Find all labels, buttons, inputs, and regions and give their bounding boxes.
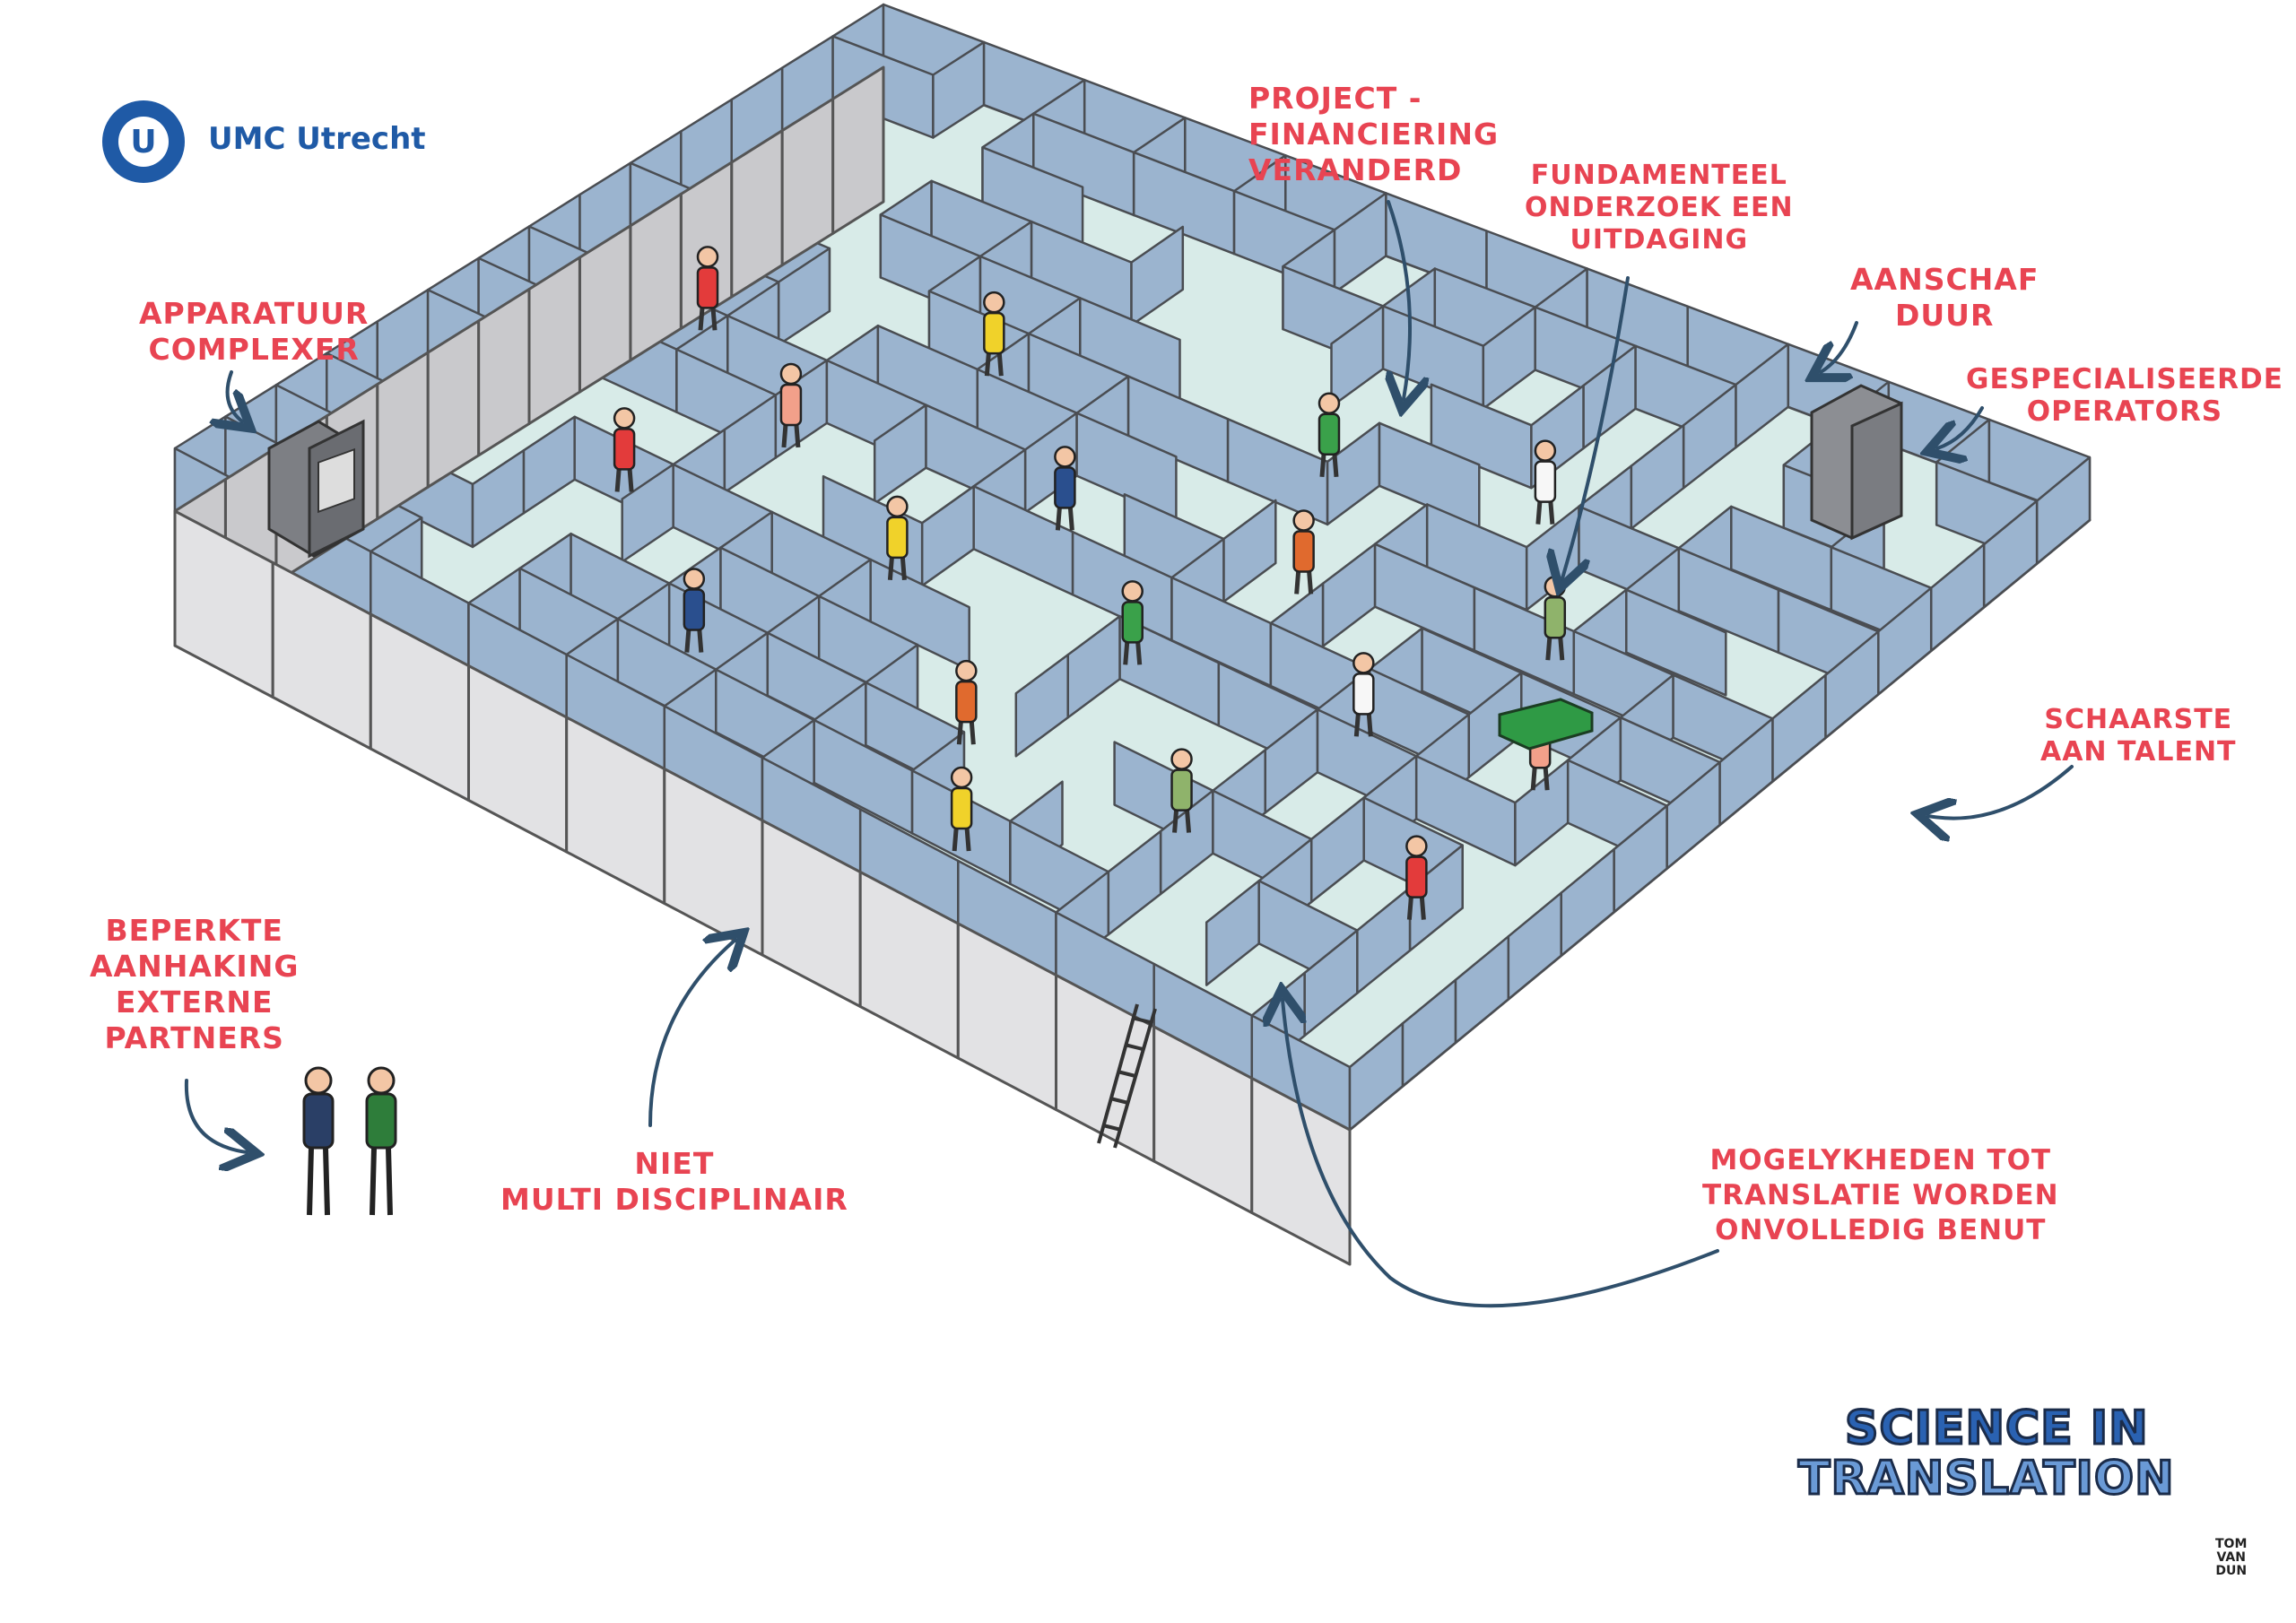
person-figure: [1292, 509, 1315, 595]
maze-wall-segment: [471, 449, 526, 549]
arrow-mogelijkheden: [1283, 1000, 1719, 1308]
equipment-cabinet-left-icon: [267, 419, 365, 559]
title-science-in-translation: SCIENCE IN TRANSLATION: [1797, 1402, 2176, 1506]
maze-wall-segment: [869, 558, 970, 672]
logo-text: UMC Utrecht: [208, 121, 426, 157]
person-figure: [983, 291, 1005, 377]
person-figure: [955, 659, 978, 745]
arrow-schaarste: [1928, 765, 2074, 819]
person-figure: [950, 766, 973, 852]
svg-text:U: U: [130, 124, 156, 161]
annotation-arrows: [184, 200, 2074, 1308]
person-figure: [1352, 652, 1375, 737]
arrow-aanschaf: [1821, 321, 1858, 372]
person-figure: [696, 246, 719, 331]
arrow-apparatuur: [228, 370, 242, 421]
external-partner-figure: [365, 1066, 397, 1216]
arrow-fundamenteel: [1562, 276, 1630, 578]
people-figures: [302, 246, 1567, 1216]
person-figure: [1170, 748, 1193, 833]
title-line1: SCIENCE IN: [1844, 1402, 2150, 1455]
arrow-gespecialiseerde: [1937, 406, 1984, 448]
person-figure: [779, 362, 803, 448]
maze-wall-segment: [1014, 653, 1069, 758]
arrow-projectfin: [1388, 200, 1410, 399]
maze-wall-segment: [1625, 588, 1727, 697]
person-figure: [1318, 392, 1341, 477]
outer-wall-segment: [1250, 1077, 1352, 1266]
maze-wall-segment: [1348, 1022, 1405, 1132]
person-figure: [1534, 439, 1557, 525]
person-figure: [1054, 446, 1076, 531]
green-step-block-icon: [1498, 698, 1594, 751]
external-partner-figure: [302, 1066, 335, 1216]
person-figure: [886, 495, 909, 581]
arrow-niet: [648, 940, 735, 1127]
person-figure: [1405, 835, 1428, 920]
person-figure: [683, 568, 706, 653]
umc-logo: UMC Utrecht: [196, 121, 426, 157]
umc-logo-mark-icon: U: [102, 100, 185, 183]
title-line2: TRANSLATION: [1797, 1452, 2176, 1506]
equipment-cabinet-right-icon: [1810, 384, 1903, 541]
arrow-beperkte: [184, 1079, 247, 1152]
person-figure: [613, 407, 636, 492]
ladder-icon: [1097, 1003, 1157, 1149]
maze-wall-segment: [1130, 225, 1185, 326]
person-figure: [1121, 580, 1144, 665]
